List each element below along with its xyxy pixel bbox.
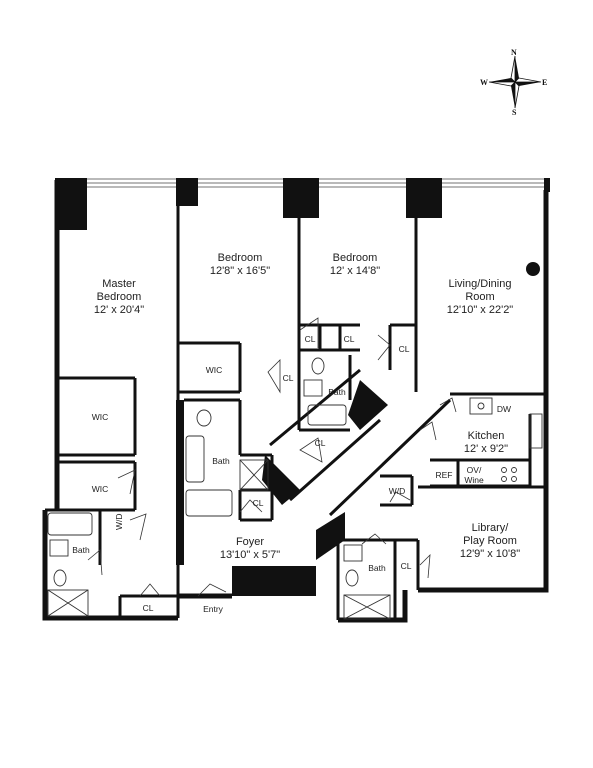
label-wd-kitchen: W/D [388, 486, 406, 496]
label-entry: Entry [203, 604, 223, 614]
structural-columns [55, 178, 550, 596]
compass-east: E [542, 78, 548, 87]
compass-icon [488, 55, 542, 109]
label-wd-master: W/D [114, 513, 124, 530]
room-master-bedroom: Master Bedroom 12' x 20'4" [93, 278, 145, 316]
label-ov-wine: OV/ Wine [464, 465, 484, 485]
label-wic-bedroom-a: WIC [205, 365, 223, 375]
door-swings [87, 317, 457, 597]
compass-west: W [480, 78, 488, 87]
compass-south: S [512, 108, 517, 117]
room-bedroom-a: Bedroom 12'8" x 16'5" [209, 252, 271, 277]
label-ref: REF [435, 470, 453, 480]
interior-walls [45, 206, 546, 620]
room-foyer: Foyer 13'10" x 5'7" [219, 536, 281, 561]
room-bedroom-b: Bedroom 12' x 14'8" [329, 252, 381, 277]
label-cl-bedroom-a: CL [282, 373, 294, 383]
room-kitchen: Kitchen 12' x 9'2" [463, 430, 509, 455]
label-cl-bedroom-b-1: CL [304, 334, 316, 344]
label-bath-bedroom-a: Bath [212, 456, 230, 466]
label-bath-lower: Bath [368, 563, 386, 573]
room-library: Library/ Play Room 12'9" x 10'8" [459, 522, 521, 560]
compass-north: N [511, 48, 517, 57]
room-living-dining: Living/Dining Room 12'10" x 22'2" [446, 278, 514, 316]
label-cl-corridor: CL [314, 438, 326, 448]
label-wic-master-2: WIC [91, 484, 109, 494]
label-bath-master: Bath [72, 545, 90, 555]
bath-fixtures [47, 357, 543, 620]
label-wic-master-1: WIC [91, 412, 109, 422]
label-cl-bedroom-b-2: CL [343, 334, 355, 344]
label-dw: DW [496, 404, 512, 414]
label-bath-bedroom-b: Bath [328, 387, 346, 397]
label-cl-foyer: CL [252, 498, 264, 508]
label-cl-living: CL [398, 344, 410, 354]
label-cl-master: CL [142, 603, 154, 613]
label-cl-library: CL [400, 561, 412, 571]
